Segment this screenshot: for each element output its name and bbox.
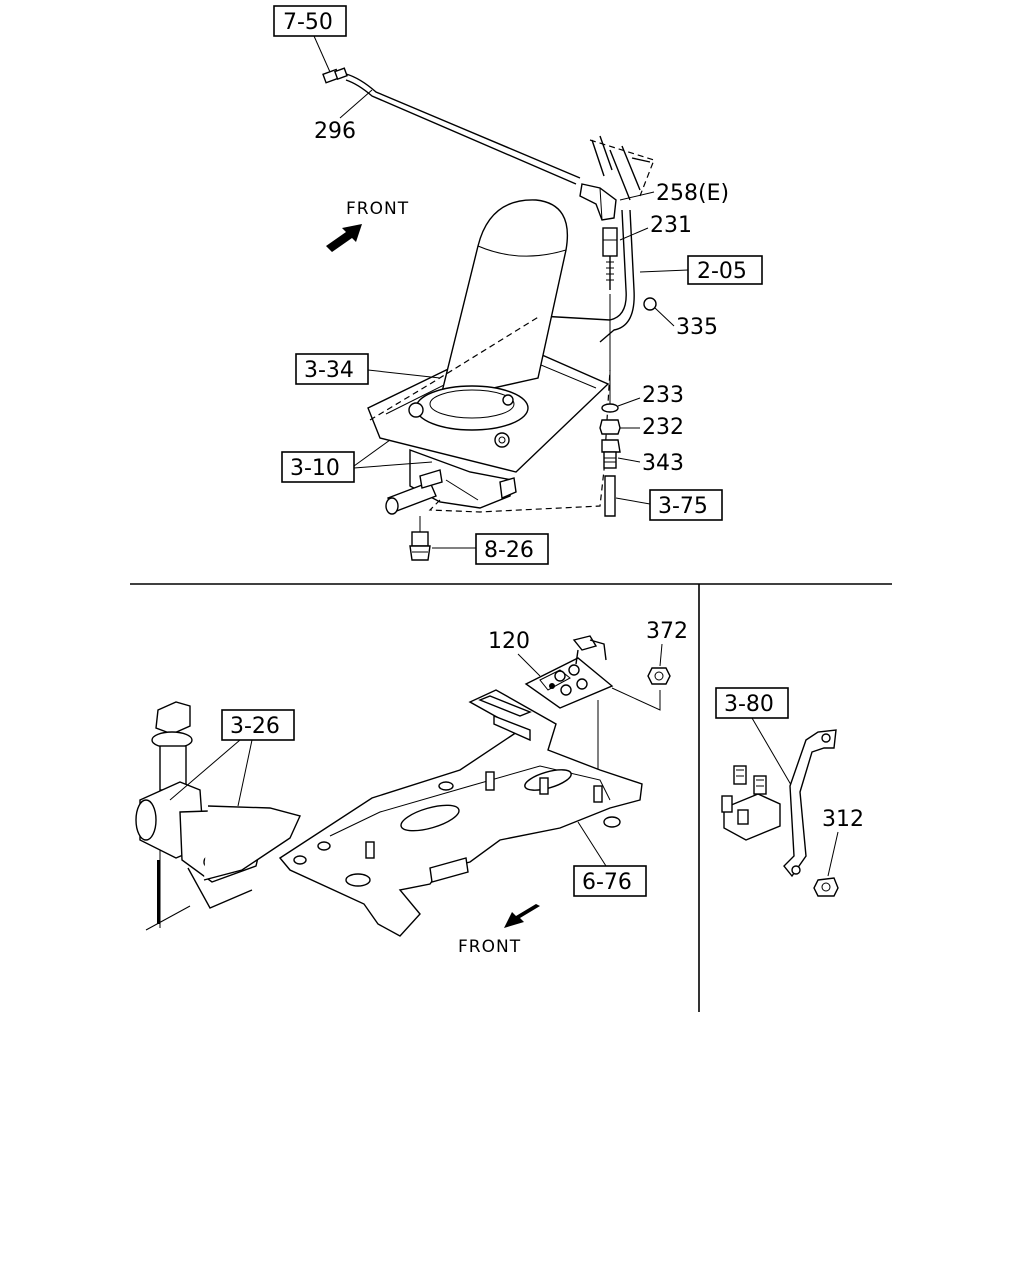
part-335-label: 335 bbox=[676, 315, 718, 340]
nut-372-line bbox=[611, 687, 661, 711]
ref-3-75-box bbox=[649, 489, 723, 521]
ref-3-75-label: 3-75 bbox=[658, 494, 708, 519]
part-231-label: 231 bbox=[650, 213, 692, 238]
ref-2-05-box bbox=[687, 255, 763, 285]
ref-3-26-label: 3-26 bbox=[230, 714, 280, 739]
bottom-right-assembly: 3-80 312 bbox=[715, 687, 864, 897]
ref-3-34-box bbox=[295, 353, 369, 385]
front-label-bottom: FRONT bbox=[458, 937, 521, 957]
nut-312 bbox=[813, 877, 839, 897]
ref-2-05-label: 2-05 bbox=[697, 259, 747, 284]
valve-body-3-34 bbox=[367, 199, 611, 515]
ring-335 bbox=[643, 297, 657, 311]
bottom-left-assembly: 120 372 bbox=[135, 619, 688, 957]
fitting-343 bbox=[601, 439, 621, 469]
ref-3-80-label: 3-80 bbox=[724, 692, 774, 717]
part-296-leader bbox=[339, 89, 373, 119]
ref-3-75-leader bbox=[615, 497, 651, 505]
connector-231 bbox=[602, 227, 618, 290]
ref-3-26-box bbox=[221, 709, 295, 741]
ref-3-80-leader bbox=[751, 717, 795, 791]
part-335-leader bbox=[654, 307, 675, 327]
part-296-label: 296 bbox=[314, 119, 356, 144]
ref-3-26-leader-a bbox=[169, 739, 241, 801]
part-343-leader bbox=[617, 457, 641, 463]
front-label-top: FRONT bbox=[346, 199, 409, 219]
part-231-leader bbox=[619, 227, 649, 241]
bracket-top-dashed bbox=[589, 139, 655, 197]
ref-7-50-label: 7-50 bbox=[283, 10, 333, 35]
part-120-label: 120 bbox=[488, 629, 530, 654]
ref-6-76-box bbox=[573, 865, 647, 897]
part-233-leader bbox=[617, 397, 641, 407]
part-343-label: 343 bbox=[642, 451, 684, 476]
ref-3-10-box bbox=[281, 451, 355, 483]
part-232-label: 232 bbox=[642, 415, 684, 440]
ref-3-10-label: 3-10 bbox=[290, 456, 340, 481]
part-258-label: 258(E) bbox=[656, 181, 729, 206]
part-372-label: 372 bbox=[646, 619, 688, 644]
part-312-leader bbox=[827, 831, 839, 877]
pipe-2-05-inner bbox=[599, 209, 635, 343]
ref-3-34-leader bbox=[367, 369, 441, 379]
front-arrow-top-icon bbox=[326, 224, 362, 252]
part-233-label: 233 bbox=[642, 383, 684, 408]
bracket-top-lines bbox=[591, 135, 651, 201]
front-arrow-bottom-icon bbox=[504, 904, 540, 928]
part-372-leader bbox=[659, 643, 663, 667]
pipe-296-lower bbox=[345, 79, 577, 185]
top-assembly: 7-50 296 FRONT 258(E) bbox=[273, 5, 763, 565]
ref-8-26-label: 8-26 bbox=[484, 538, 534, 563]
pipe-3-75 bbox=[604, 475, 616, 517]
ref-8-26-box bbox=[475, 533, 549, 565]
ref-3-10-leader-b bbox=[353, 461, 433, 469]
ref-7-50-leader bbox=[313, 35, 331, 73]
valve-block-120 bbox=[524, 635, 614, 709]
part-312-label: 312 bbox=[822, 807, 864, 832]
pipe-296-upper bbox=[345, 73, 581, 179]
bracket-3-80 bbox=[721, 729, 837, 878]
ref-6-76-leader bbox=[577, 821, 607, 867]
fitting-8-26 bbox=[409, 516, 431, 561]
bracket-plate-6-76 bbox=[278, 689, 643, 937]
ref-3-26-leader-b bbox=[237, 739, 253, 807]
part-258-leader bbox=[619, 191, 655, 201]
valve-3-26 bbox=[135, 701, 301, 931]
part-120-leader bbox=[517, 653, 541, 677]
washer-233 bbox=[601, 403, 619, 413]
ref-7-50-box bbox=[273, 5, 347, 37]
nut-232 bbox=[599, 419, 621, 435]
ref-3-10-leader-a bbox=[353, 439, 391, 467]
nut-372 bbox=[647, 667, 671, 685]
elbow-fitting-258 bbox=[579, 183, 617, 221]
ref-6-76-label: 6-76 bbox=[582, 870, 632, 895]
pipe-fitting-small bbox=[322, 67, 348, 84]
ref-2-05-leader bbox=[639, 269, 689, 273]
ref-3-34-label: 3-34 bbox=[304, 358, 354, 383]
